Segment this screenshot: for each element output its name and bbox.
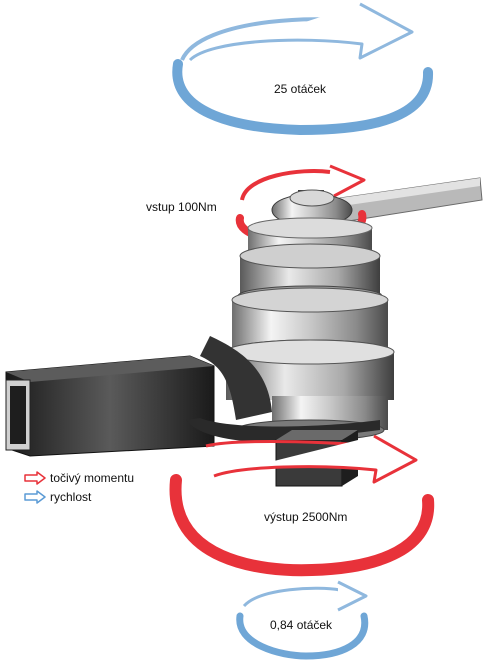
reaction-arm [5, 336, 380, 457]
input-torque-label: vstup 100Nm [146, 200, 217, 214]
output-torque-label: výstup 2500Nm [264, 510, 348, 524]
legend-label-speed: rychlost [50, 490, 92, 504]
legend-item-torque: točivý momentu [24, 470, 134, 486]
top-speed-label: 25 otáček [274, 82, 327, 96]
red-outline-arrow-icon [24, 471, 46, 485]
bottom-speed-label: 0,84 otáček [270, 618, 333, 632]
bottom-speed-arrow [236, 580, 369, 660]
legend-item-speed: rychlost [24, 489, 91, 505]
output-torque-arrow [169, 434, 435, 577]
legend-label-torque: točivý momentu [50, 471, 135, 485]
top-speed-arrow [172, 2, 434, 136]
blue-outline-arrow-icon [24, 490, 46, 504]
